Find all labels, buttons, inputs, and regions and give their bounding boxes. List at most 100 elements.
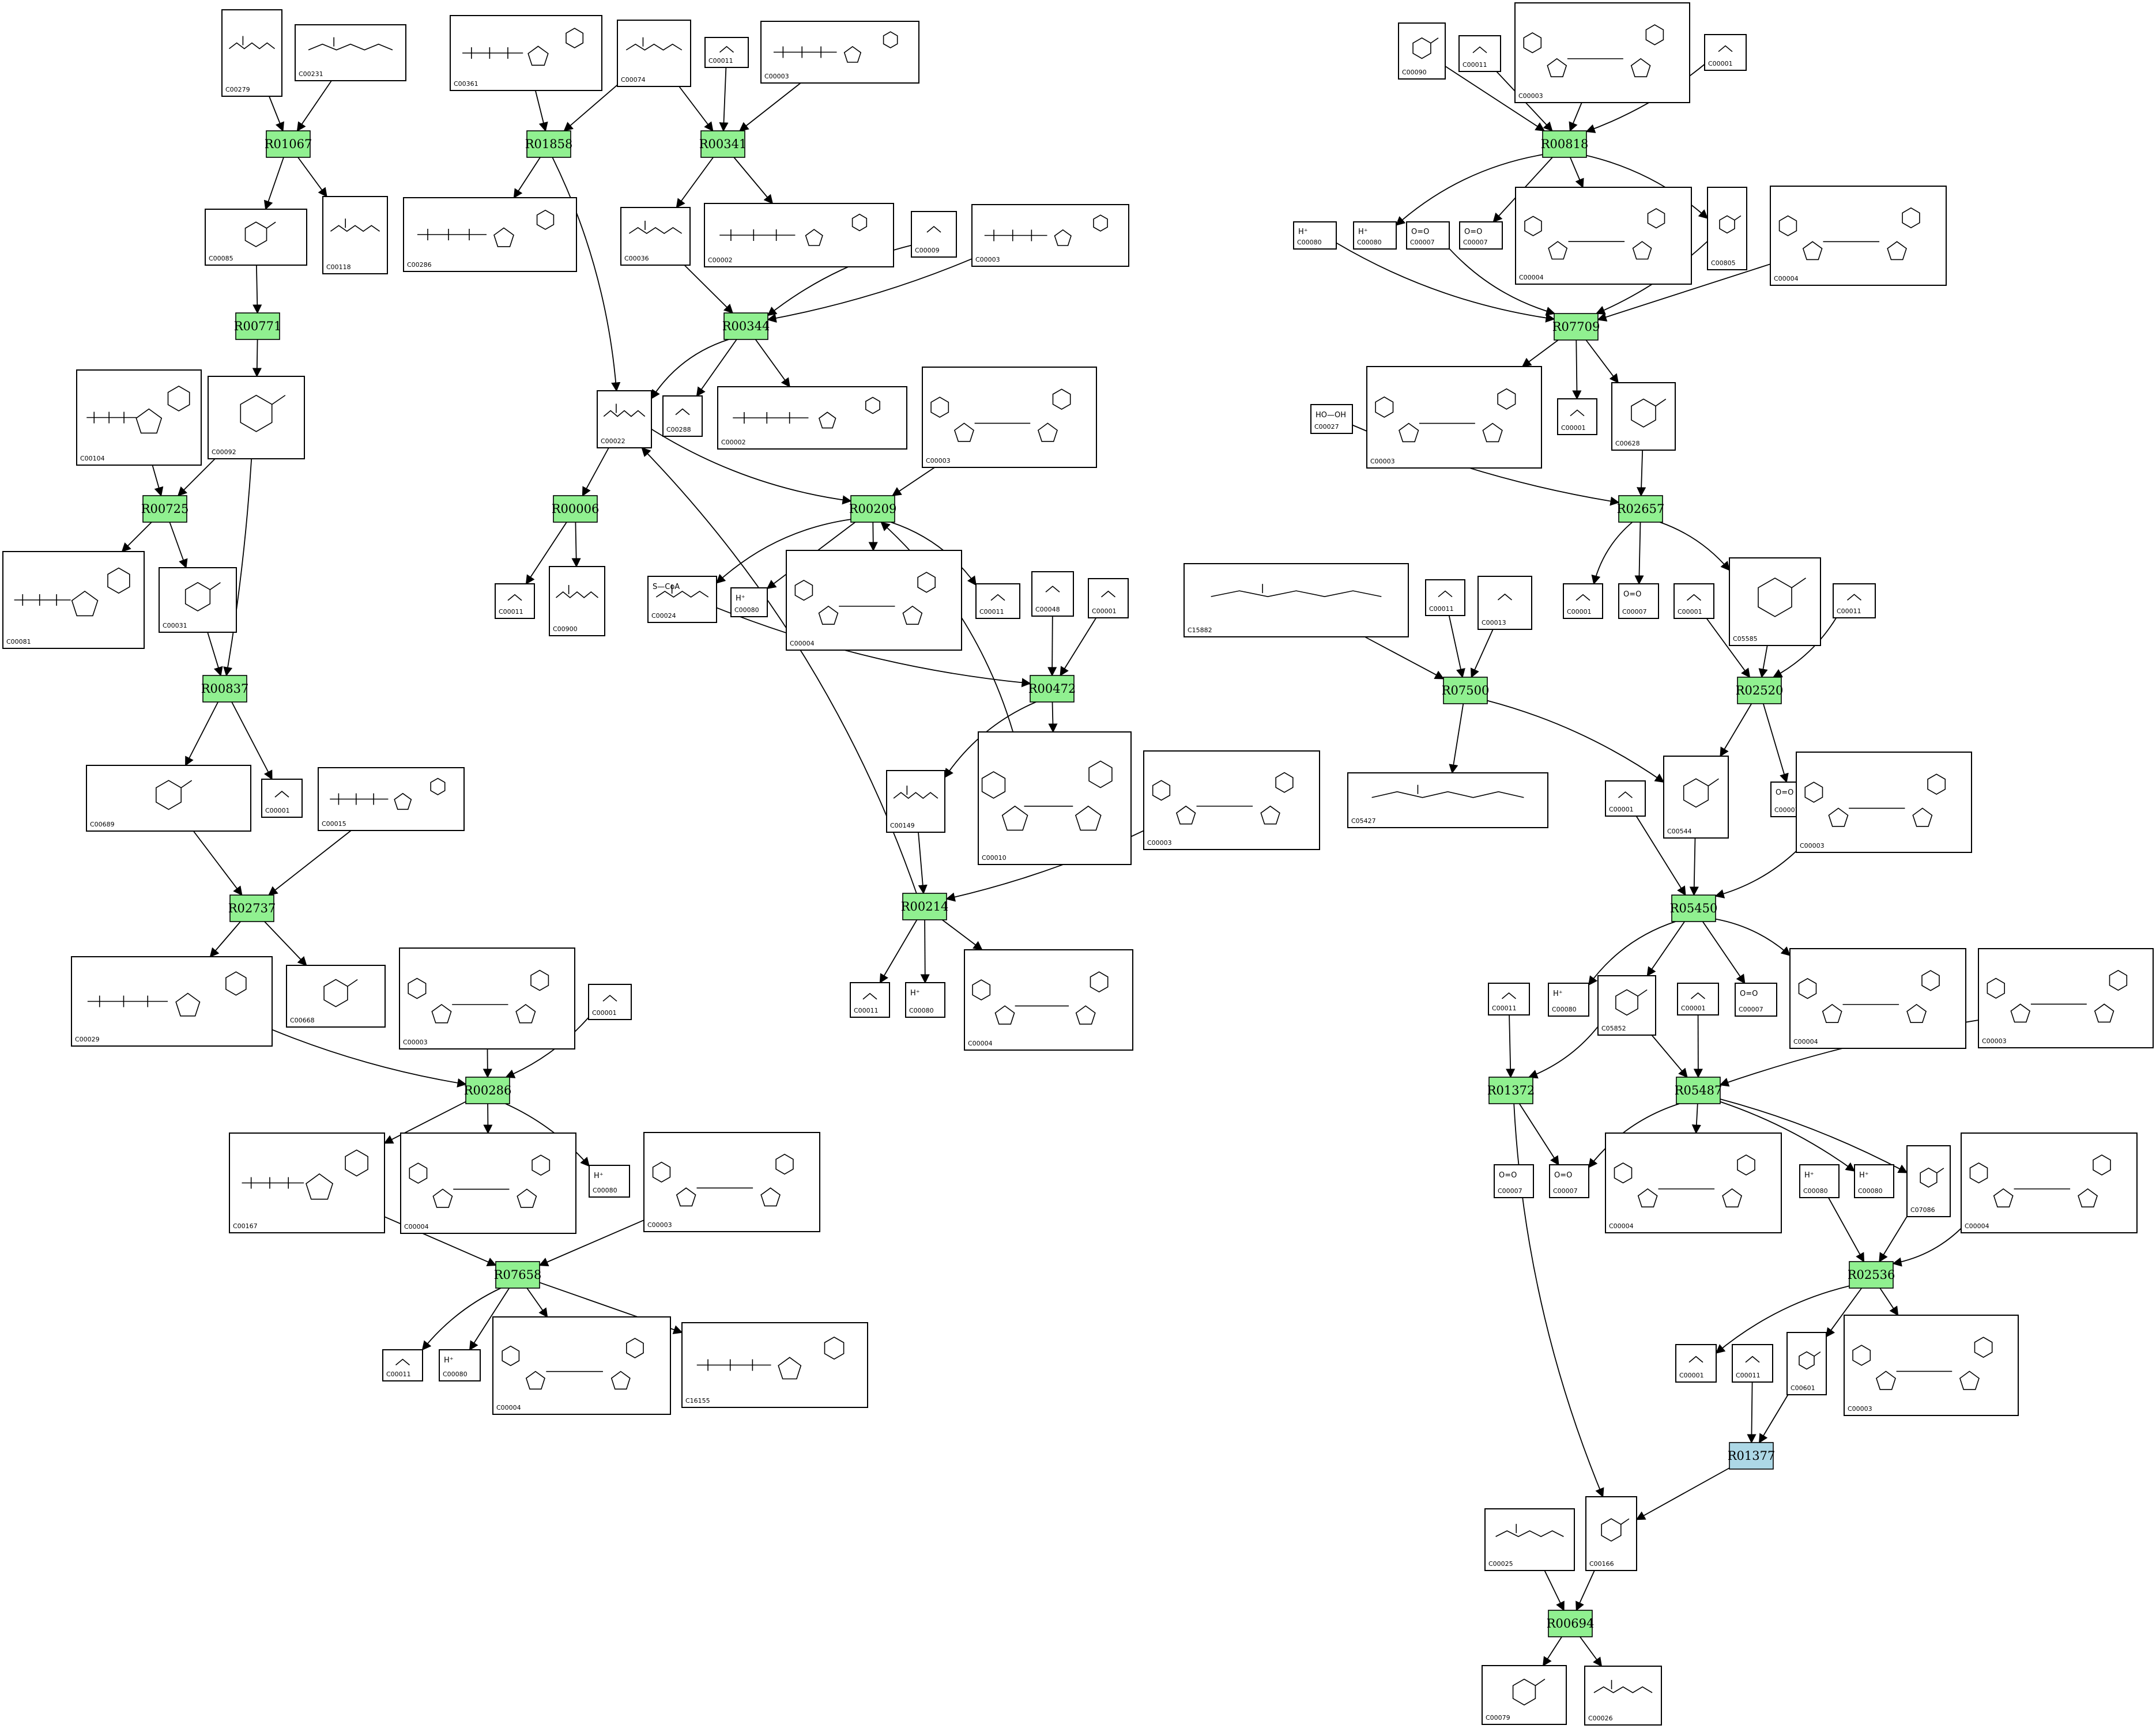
compound-node[interactable]: C00074 [617,20,691,87]
compound-node[interactable]: C00079 [1482,1665,1567,1725]
compound-node[interactable]: H⁺C00080 [1854,1164,1894,1198]
compound-node[interactable]: C00004 [1961,1132,2138,1233]
compound-node[interactable]: C00011 [975,583,1020,619]
compound-node[interactable]: C00003 [643,1132,820,1232]
reaction-node[interactable]: R07658 [494,1261,542,1289]
compound-node[interactable]: C00003 [922,367,1097,468]
compound-node[interactable]: C00689 [86,765,251,832]
compound-node[interactable]: C00668 [286,965,386,1028]
compound-node[interactable]: C00081 [2,551,145,649]
compound-node[interactable]: C00900 [549,566,605,636]
reaction-node[interactable]: R00837 [201,675,249,703]
compound-node[interactable]: C00026 [1584,1666,1662,1726]
compound-node[interactable]: C00118 [322,196,388,274]
compound-node[interactable]: C00104 [76,369,202,466]
compound-node[interactable]: C00003 [1366,366,1542,469]
compound-node[interactable]: C00231 [295,24,406,81]
reaction-node[interactable]: R01067 [265,130,312,158]
compound-node[interactable]: C00003 [971,204,1129,267]
compound-node[interactable]: C00001 [1677,983,1719,1015]
compound-node[interactable]: C00004 [1789,948,1966,1049]
reaction-node[interactable]: R00771 [234,312,282,340]
reaction-node[interactable]: R00286 [464,1077,512,1104]
reaction-node[interactable]: R00344 [722,312,770,340]
compound-node[interactable]: C00029 [71,956,273,1047]
compound-node[interactable]: C05585 [1729,557,1821,646]
compound-node[interactable]: C00003 [1844,1315,2019,1416]
compound-node[interactable]: C00011 [382,1349,423,1381]
compound-node[interactable]: C00001 [588,984,632,1020]
compound-node[interactable]: C00022 [597,390,652,448]
reaction-node[interactable]: R02520 [1736,677,1784,704]
compound-node[interactable]: C00149 [886,770,945,833]
compound-node[interactable]: C00001 [261,779,303,818]
compound-node[interactable]: C00601 [1786,1332,1827,1395]
compound-node[interactable]: C00001 [1704,34,1747,71]
compound-node[interactable]: C00288 [662,395,703,437]
compound-node[interactable]: C00544 [1663,756,1729,839]
compound-node[interactable]: C00011 [704,37,749,68]
compound-node[interactable]: C00031 [159,567,237,633]
compound-node[interactable]: C00002 [717,386,907,450]
compound-node[interactable]: C00085 [205,209,307,266]
compound-node[interactable]: H⁺C00080 [439,1349,481,1381]
compound-node[interactable]: H⁺C00080 [730,587,768,617]
compound-node[interactable]: C00003 [1143,750,1320,850]
compound-node[interactable]: C00001 [1605,780,1646,817]
compound-node[interactable]: C00166 [1585,1496,1637,1571]
compound-node[interactable]: C00004 [1605,1132,1782,1233]
compound-node[interactable]: C00361 [450,15,602,91]
compound-node[interactable]: C00036 [620,207,691,266]
compound-node[interactable]: C00011 [1732,1344,1773,1383]
reaction-node[interactable]: R05450 [1670,894,1718,922]
compound-node[interactable]: C00004 [786,550,962,651]
compound-node[interactable]: C00004 [1515,187,1692,285]
reaction-node[interactable]: R05487 [1675,1077,1722,1104]
reaction-node[interactable]: R01858 [525,130,573,158]
compound-node[interactable]: C00002 [704,203,894,267]
compound-node[interactable]: C00015 [318,767,465,831]
compound-node[interactable]: C00011 [495,583,535,619]
compound-node[interactable]: C00011 [1488,983,1530,1015]
compound-node[interactable]: C15882 [1183,563,1409,637]
compound-node[interactable]: C07086 [1906,1145,1951,1217]
compound-node[interactable]: H⁺C00080 [589,1165,630,1198]
compound-node[interactable]: C00001 [1675,1344,1717,1383]
reaction-node[interactable]: R07500 [1442,677,1490,704]
compound-node[interactable]: H⁺C00080 [1293,221,1337,250]
reaction-node[interactable]: R00818 [1541,130,1589,158]
compound-node[interactable]: C00001 [1557,398,1597,435]
reaction-node[interactable]: R00725 [141,495,189,523]
compound-node[interactable]: C00090 [1398,22,1446,80]
compound-node[interactable]: C00279 [221,9,282,97]
compound-node[interactable]: C00048 [1031,571,1074,617]
compound-node[interactable]: C00003 [399,947,575,1050]
compound-node[interactable]: C00004 [400,1132,576,1234]
compound-node[interactable]: C00003 [1978,948,2154,1048]
reaction-node[interactable]: R07709 [1552,313,1600,341]
compound-node[interactable]: C00001 [1088,578,1129,618]
reaction-node[interactable]: R00472 [1028,675,1076,703]
reaction-node[interactable]: R00341 [699,130,747,158]
compound-node[interactable]: C00092 [208,376,305,459]
compound-node[interactable]: C00286 [403,197,577,272]
compound-node[interactable]: C05852 [1597,975,1656,1036]
compound-node[interactable]: C00013 [1477,576,1532,630]
reaction-node[interactable]: R02536 [1848,1261,1895,1289]
reaction-node[interactable]: R00209 [849,495,897,523]
compound-node[interactable]: C00003 [1514,2,1690,103]
reaction-node[interactable]: R00694 [1547,1610,1595,1637]
compound-node[interactable]: C00011 [1425,579,1465,616]
compound-node[interactable]: H⁺C00080 [1353,221,1397,250]
reaction-node[interactable]: R02657 [1617,495,1665,523]
compound-node[interactable]: C05427 [1347,772,1548,828]
compound-node[interactable]: C00001 [1673,583,1714,619]
compound-node[interactable]: C00009 [911,211,957,258]
